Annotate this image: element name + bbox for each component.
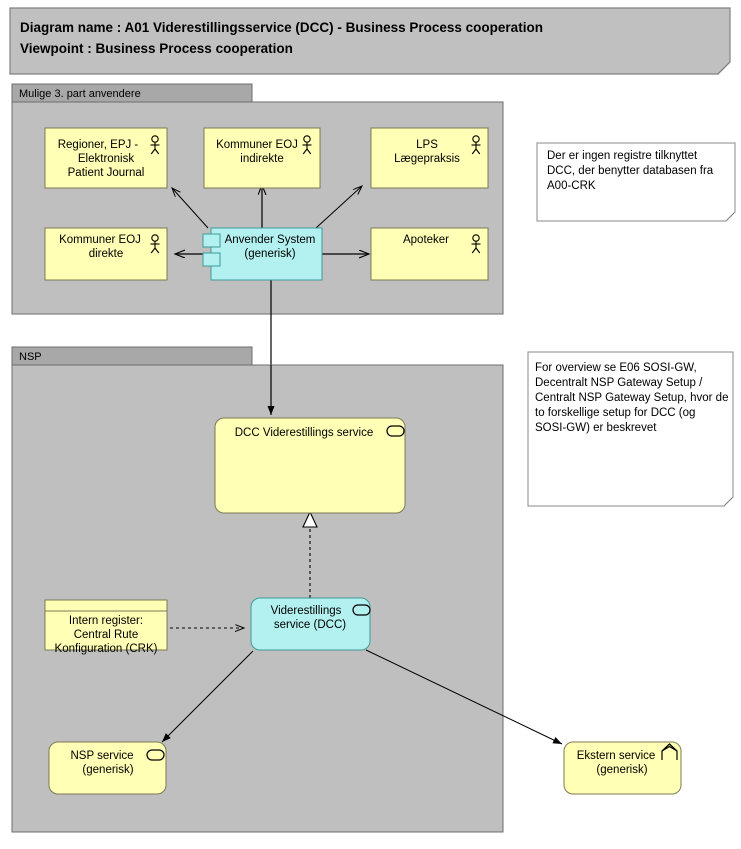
- note-bottom-line1: For overview se E06 SOSI-GW,: [535, 362, 697, 374]
- node-lps-box: [370, 127, 489, 189]
- edge-viderestillings-to-ekstern-service: [365, 649, 563, 745]
- note-bottom-line5: SOSI-GW) er beskrevet: [535, 422, 657, 434]
- service-icon: [386, 425, 405, 437]
- node-nsp-service-line2: (generisk): [82, 764, 133, 776]
- title-bar-fold: [717, 61, 731, 75]
- note-bottom[interactable]: For overview se E06 SOSI-GW, Decentralt …: [527, 351, 734, 507]
- node-intern-register-box: [44, 599, 168, 651]
- note-bottom-fold: [723, 496, 734, 507]
- node-dcc-viderestillings-service-box: [214, 417, 406, 514]
- component-icon: [202, 233, 221, 267]
- service-icon: [146, 749, 165, 761]
- node-regioner-epj-line1: Regioner, EPJ -: [58, 139, 139, 151]
- group-third-party-label: Mulige 3. part anvendere: [19, 88, 141, 100]
- actor-icon: [302, 135, 312, 155]
- node-viderestillings-service-dcc-line2: service (DCC): [274, 619, 346, 631]
- node-dcc-viderestillings-service[interactable]: DCC Viderestillings service: [214, 417, 406, 514]
- note-top[interactable]: Der er ingen registre tilknyttet DCC, de…: [536, 142, 736, 222]
- node-regioner-epj-line3: Patient Journal: [68, 167, 145, 179]
- node-viderestillings-service-dcc-line1: Viderestillings: [271, 605, 342, 617]
- node-ekstern-service-box: [563, 741, 682, 795]
- actor-icon: [150, 135, 160, 155]
- node-nsp-service-line1: NSP service: [70, 750, 133, 762]
- node-intern-register-line3: Konfiguration (CRK): [55, 643, 158, 655]
- node-viderestillings-service-dcc[interactable]: Viderestillings service (DCC): [250, 597, 371, 651]
- diagram-name-line: Diagram name : A01 Viderestillingsservic…: [20, 20, 543, 35]
- group-nsp-header: [11, 346, 253, 366]
- node-kommuner-indirekte[interactable]: Kommuner EOJ indirekte: [203, 127, 321, 189]
- actor-icon: [150, 234, 160, 254]
- node-lps-line2: Lægepraksis: [394, 153, 460, 165]
- node-regioner-epj[interactable]: Regioner, EPJ - Elektronisk Patient Jour…: [44, 127, 168, 189]
- node-apoteker[interactable]: Apoteker: [370, 227, 489, 281]
- node-kommuner-direkte-box: [44, 227, 168, 281]
- interaction-icon: [661, 743, 678, 760]
- node-ekstern-service-line2: (generisk): [596, 764, 647, 776]
- edges-group-nsp: [161, 510, 563, 745]
- viewpoint-line: Viewpoint : Business Process cooperation: [20, 41, 293, 56]
- node-ekstern-service[interactable]: Ekstern service (generisk): [563, 741, 682, 795]
- node-apoteker-box: [370, 227, 489, 281]
- node-anvender-system[interactable]: Anvender System (generisk): [202, 227, 323, 281]
- edge-anvender-to-regioner: [172, 188, 209, 229]
- node-kommuner-direkte[interactable]: Kommuner EOJ direkte: [44, 227, 168, 281]
- note-top-line3: A00-CRK: [547, 180, 596, 192]
- note-top-line1: Der er ingen registre tilknyttet: [547, 150, 698, 162]
- node-anvender-system-line2: (generisk): [244, 248, 295, 260]
- node-regioner-epj-box: [44, 127, 168, 189]
- node-nsp-service[interactable]: NSP service (generisk): [48, 741, 167, 795]
- node-intern-register[interactable]: Intern register: Central Rute Konfigurat…: [44, 599, 168, 655]
- edge-realization-triangle: [302, 510, 318, 528]
- edge-anvender-to-lps: [315, 186, 362, 229]
- edge-viderestillings-to-nsp-service: [161, 650, 254, 743]
- note-bottom-line4: to forskellige setup for DCC (og: [535, 407, 695, 419]
- node-intern-register-line2: Central Rute: [74, 629, 139, 641]
- group-nsp-label: NSP: [19, 351, 42, 363]
- node-viderestillings-service-dcc-box: [250, 597, 371, 651]
- actor-icon: [471, 234, 481, 254]
- node-kommuner-direkte-line2: direkte: [89, 248, 124, 260]
- node-nsp-service-box: [48, 741, 167, 795]
- node-kommuner-indirekte-line2: indirekte: [240, 153, 283, 165]
- edges-group-third-party: [172, 185, 369, 415]
- note-top-line2: DCC, der benytter databasen fra: [547, 165, 714, 177]
- node-apoteker-line1: Apoteker: [403, 234, 449, 246]
- node-lps-line1: LPS: [416, 139, 438, 151]
- actor-icon: [471, 135, 481, 155]
- note-bottom-line2: Decentralt NSP Gateway Setup /: [535, 377, 703, 389]
- node-regioner-epj-line2: Elektronisk: [78, 153, 134, 165]
- node-anvender-system-line1: Anvender System: [225, 234, 316, 246]
- node-intern-register-line1: Intern register:: [69, 615, 143, 627]
- diagram-title-bar: Diagram name : A01 Viderestillingsservic…: [9, 7, 731, 75]
- service-icon: [352, 604, 371, 616]
- node-kommuner-indirekte-box: [203, 127, 321, 189]
- node-ekstern-service-line1: Ekstern service: [577, 750, 656, 762]
- note-bottom-line3: Centralt NSP Gateway Setup, hvor de: [535, 392, 728, 404]
- note-top-fold: [725, 211, 736, 222]
- node-lps[interactable]: LPS Lægepraksis: [370, 127, 489, 189]
- node-dcc-viderestillings-service-line1: DCC Viderestillings service: [235, 427, 373, 439]
- node-kommuner-direkte-line1: Kommuner EOJ: [59, 234, 141, 246]
- node-kommuner-indirekte-line1: Kommuner EOJ: [216, 139, 298, 151]
